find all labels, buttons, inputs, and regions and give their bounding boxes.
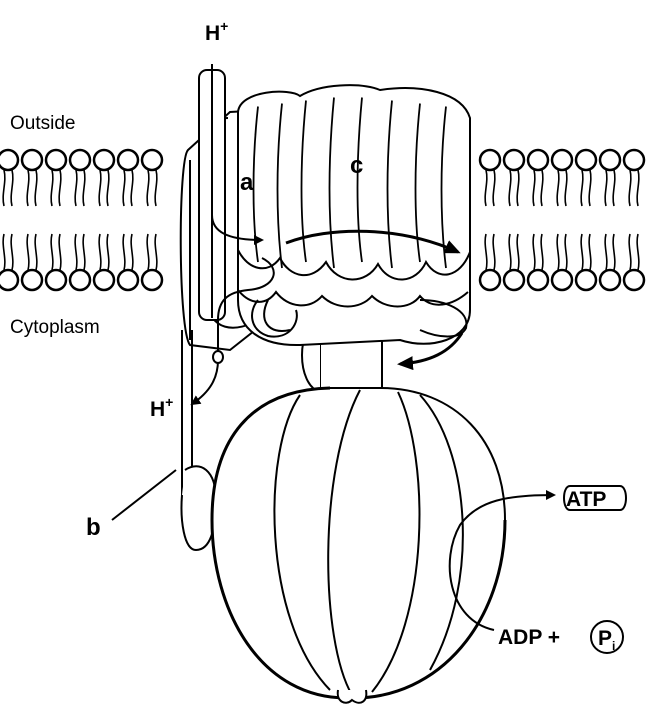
subunit-a-label: a bbox=[240, 169, 254, 196]
proton-out-label: H+ bbox=[150, 394, 173, 421]
svg-text:ATP: ATP bbox=[566, 488, 606, 511]
membrane-left bbox=[0, 148, 164, 292]
subunit-b-label: b bbox=[86, 514, 101, 541]
atp-synthesis-arrow bbox=[448, 490, 556, 631]
outside-label: Outside bbox=[10, 113, 75, 134]
subunit-b-pointer bbox=[111, 469, 177, 521]
svg-text:ADP +: ADP + bbox=[498, 626, 560, 649]
proton-in-label: H+ bbox=[205, 18, 228, 45]
stalk-rotation-arrow bbox=[397, 332, 464, 371]
subunit-c-label: c bbox=[350, 152, 363, 179]
svg-text:P: P bbox=[598, 627, 612, 650]
atp-label: ATP bbox=[563, 485, 627, 511]
f1-head bbox=[210, 386, 507, 704]
cytoplasm-label: Cytoplasm bbox=[10, 317, 100, 338]
proton-path-arrow bbox=[190, 64, 275, 406]
ring-rotation-arrow bbox=[285, 229, 461, 254]
adp-pi-label: ADP + P i bbox=[498, 620, 624, 654]
c-ring bbox=[237, 84, 471, 347]
svg-text:i: i bbox=[612, 639, 615, 653]
membrane-right bbox=[478, 148, 646, 292]
